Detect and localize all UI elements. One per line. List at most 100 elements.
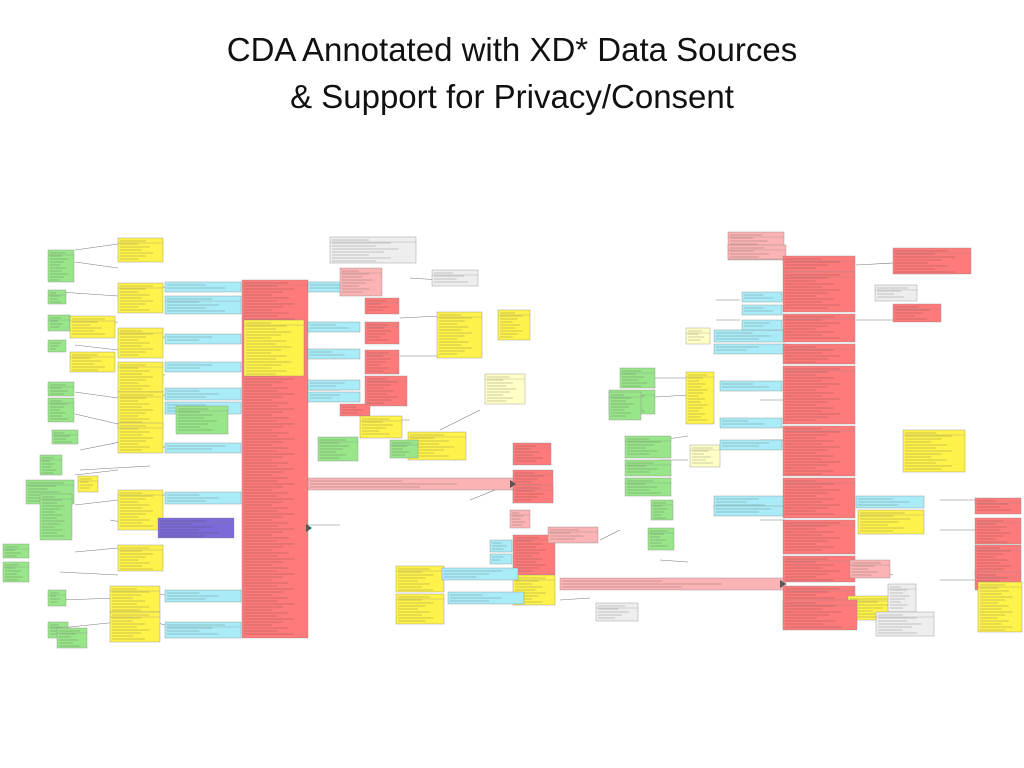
uml-box (117, 237, 164, 263)
uml-box (307, 477, 517, 491)
uml-box (727, 244, 787, 260)
uml-box (547, 526, 599, 544)
uml-box (164, 589, 242, 603)
uml-box (56, 627, 88, 649)
uml-box (713, 329, 787, 343)
uml-box-rect (489, 553, 513, 565)
uml-box (339, 403, 371, 417)
uml-box (164, 295, 242, 315)
uml-box-rect (782, 425, 856, 477)
uml-box (117, 422, 164, 454)
uml-box (619, 367, 656, 389)
uml-box (339, 267, 383, 297)
uml-box (447, 591, 525, 605)
uml-box (782, 313, 856, 343)
uml-box-rect (974, 517, 1022, 545)
uml-box (782, 271, 856, 313)
uml-box (782, 343, 856, 365)
title-line-2: & Support for Privacy/Consent (290, 78, 734, 115)
uml-box-rect (364, 321, 400, 345)
uml-box (364, 321, 400, 345)
uml-box (441, 567, 519, 581)
uml-box-rect (117, 544, 164, 572)
uml-box-rect (164, 333, 242, 345)
uml-box-rect (364, 297, 400, 315)
uml-box-rect (47, 314, 71, 332)
uml-box-rect (782, 313, 856, 343)
uml-box (489, 553, 513, 565)
uml-box (77, 475, 99, 493)
uml-box (977, 581, 1023, 633)
uml-box (892, 247, 972, 275)
uml-box-rect (395, 565, 445, 593)
uml-box-rect (782, 365, 856, 425)
uml-box (364, 375, 408, 407)
uml-box-rect (741, 291, 783, 303)
uml-box-rect (47, 589, 67, 607)
uml-box-rect (608, 391, 642, 421)
uml-box (329, 236, 417, 264)
uml-box (512, 484, 554, 504)
uml-box (974, 517, 1022, 545)
uml-box (2, 543, 30, 559)
uml-box (51, 429, 79, 445)
uml-box-rect (719, 417, 783, 429)
uml-box (782, 365, 856, 425)
uml-box (875, 611, 935, 637)
uml-box (39, 454, 63, 476)
uml-box (782, 477, 856, 519)
uml-box (164, 621, 242, 639)
uml-box (307, 391, 361, 403)
uml-box (307, 348, 361, 360)
slide-title: CDA Annotated with XD* Data Sources & Su… (0, 26, 1024, 120)
uml-box (685, 327, 711, 345)
uml-box (69, 315, 116, 339)
uml-box-rect (647, 527, 675, 551)
uml-box-rect (624, 435, 672, 459)
uml-box-rect (329, 236, 417, 264)
uml-box-rect (69, 315, 116, 339)
uml-box (431, 269, 479, 287)
uml-box (307, 321, 361, 333)
uml-box (595, 602, 639, 622)
uml-box (624, 459, 672, 477)
uml-box-rect (109, 585, 161, 613)
uml-box-rect (741, 319, 783, 331)
uml-box-rect (39, 493, 73, 541)
uml-box-rect (685, 327, 711, 345)
uml-box-rect (359, 415, 403, 439)
uml-box-rect (436, 311, 483, 359)
uml-box-rect (164, 442, 242, 454)
uml-box (849, 559, 891, 579)
uml-box (689, 444, 721, 468)
uml-box (647, 527, 675, 551)
class-boxes (2, 231, 1023, 649)
uml-box (164, 281, 242, 293)
uml-box-rect (47, 249, 75, 283)
uml-box-rect (874, 284, 918, 302)
uml-box-rect (47, 381, 75, 397)
uml-box (117, 544, 164, 572)
uml-box (175, 405, 229, 435)
uml-box (395, 593, 445, 625)
uml-box (685, 371, 715, 425)
uml-box (395, 565, 445, 593)
uml-box (389, 439, 419, 459)
uml-box-rect (782, 555, 856, 583)
uml-box (164, 387, 242, 401)
uml-box (109, 611, 161, 643)
uml-box (109, 585, 161, 613)
title-line-1: CDA Annotated with XD* Data Sources (226, 31, 798, 68)
uml-box-rect (547, 526, 599, 544)
uml-box (719, 417, 783, 429)
uml-box (874, 284, 918, 302)
uml-box-rect (307, 348, 361, 360)
uml-box (117, 327, 164, 359)
uml-box-rect (887, 583, 917, 613)
uml-box (713, 505, 787, 517)
uml-box-rect (782, 271, 856, 313)
uml-box (157, 517, 235, 539)
uml-box (47, 339, 67, 353)
uml-box-rect (307, 391, 361, 403)
